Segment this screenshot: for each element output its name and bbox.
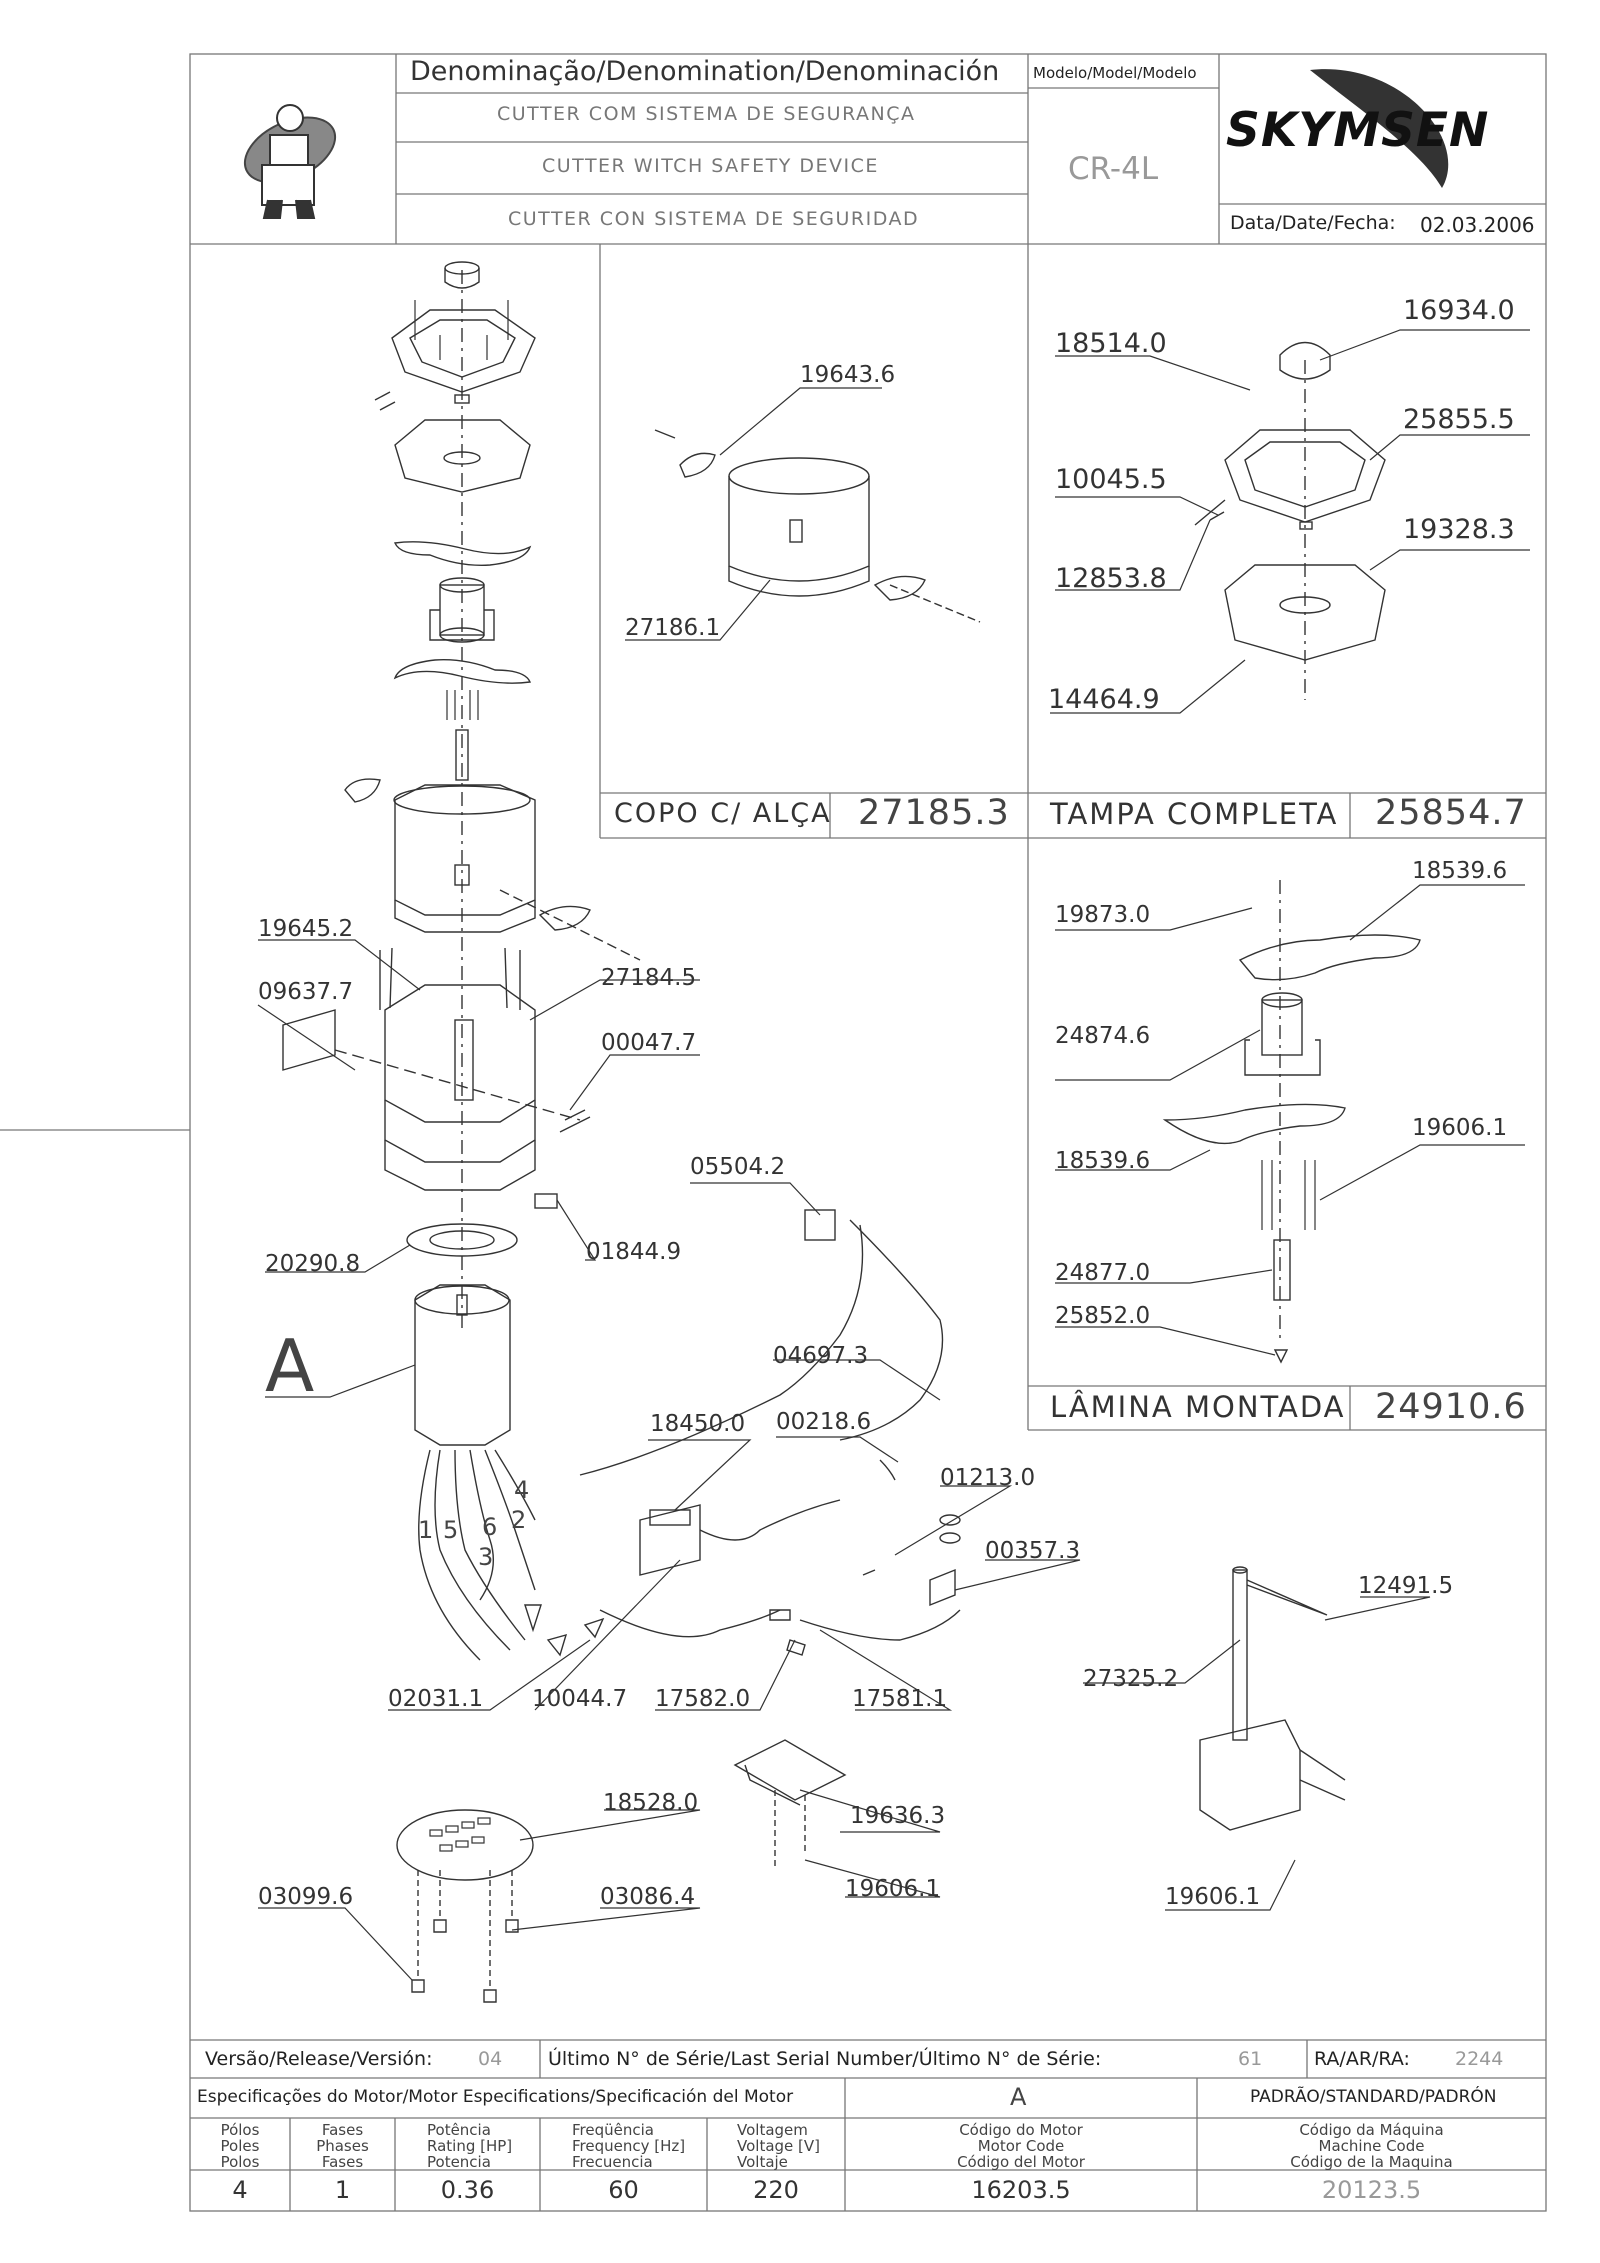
part-label: 25852.0 [1055,1303,1151,1329]
part-label: 03099.6 [258,1884,354,1910]
part-label: 12853.8 [1055,563,1167,594]
skymsen-logo-swoosh [1310,69,1449,188]
spec-value-rating: 0.36 [440,2176,495,2204]
part-label: 25855.5 [1403,404,1515,435]
part-label: 16934.0 [1403,295,1515,326]
wire-number: 3 [478,1543,494,1571]
part-label: 27186.1 [625,615,721,641]
part-label: 27325.2 [1083,1666,1179,1692]
tampa-exploded-view [1194,341,1386,700]
part-label: 19606.1 [845,1876,941,1902]
part-label: 19645.2 [258,916,354,942]
part-label: 17582.0 [655,1686,751,1712]
part-label: 27184.5 [601,965,697,991]
ra-value: 2244 [1455,2048,1504,2070]
part-label: 05504.2 [690,1154,786,1180]
leader-lines [257,329,1530,1981]
model-value: CR-4L [1068,151,1159,187]
copo-exploded-view [654,429,981,623]
part-label: 01844.9 [586,1239,682,1265]
part-label: 18528.0 [603,1790,699,1816]
tampa-code: 25854.7 [1375,793,1527,833]
part-label: 18450.0 [650,1411,746,1437]
part-label: 24874.6 [1055,1023,1151,1049]
tampa-title: TAMPA COMPLETA [1050,797,1339,831]
part-label: 18539.6 [1055,1148,1151,1174]
wire-number: 4 [514,1476,530,1504]
standard-label: PADRÃO/STANDARD/PADRÓN [1250,2087,1497,2107]
version-label: Versão/Release/Versión: [205,2048,433,2070]
part-label: 02031.1 [388,1686,484,1712]
brand-logo: SKYMSEN [1226,103,1490,158]
ra-label: RA/AR/RA: [1314,2048,1410,2070]
product-name-pt: CUTTER COM SISTEMA DE SEGURANÇA [497,103,916,125]
part-label: 12491.5 [1358,1573,1454,1599]
part-label: 04697.3 [773,1343,869,1369]
spec-value-machine-code: 20123.5 [1321,2176,1422,2204]
part-label: 19606.1 [1412,1115,1508,1141]
part-label: 09637.7 [258,979,354,1005]
model-label: Modelo/Model/Modelo [1033,64,1197,82]
wire-number: 5 [443,1516,459,1544]
copo-code: 27185.3 [858,793,1010,833]
date-value: 02.03.2006 [1420,213,1535,237]
part-label: 00218.6 [776,1409,872,1435]
lamina-title: LÂMINA MONTADA [1050,1390,1346,1424]
serial-label: Último N° de Série/Last Serial Number/Úl… [548,2048,1102,2070]
motor-spec-value: A [1010,2083,1027,2111]
motor-spec-label: Especificações do Motor/Motor Especifica… [197,2087,794,2107]
spec-value-motor-code: 16203.5 [971,2176,1071,2204]
part-label: 20290.8 [265,1251,361,1277]
spec-value-frequency: 60 [608,2176,639,2204]
wire-number: 1 [418,1516,434,1544]
part-label: 24877.0 [1055,1260,1151,1286]
lamina-code: 24910.6 [1375,1387,1527,1427]
spec-value-poles: 4 [232,2176,248,2204]
copo-title: COPO C/ ALÇA [614,798,832,829]
part-label: 18514.0 [1055,328,1167,359]
wiring-view [579,1209,961,1656]
part-label: 18539.6 [1412,858,1508,884]
version-value: 04 [478,2048,503,2070]
spec-value-phases: 1 [334,2176,351,2204]
product-name-es: CUTTER CON SISTEMA DE SEGURIDAD [508,208,920,230]
part-label: 19873.0 [1055,902,1151,928]
denomination-title: Denominação/Denomination/Denominación [410,56,1000,87]
spec-value-voltage: 220 [753,2176,799,2204]
part-label: 19606.1 [1165,1884,1261,1910]
part-label: 00047.7 [601,1030,697,1056]
motor-label: A [265,1324,315,1408]
main-exploded-view [282,261,641,1661]
part-label: 10045.5 [1055,464,1167,495]
wire-number: 2 [511,1506,527,1534]
part-label: 14464.9 [1048,684,1160,715]
serial-value: 61 [1238,2048,1263,2070]
part-label: 19643.6 [800,362,896,388]
part-label: 00357.3 [985,1538,1081,1564]
wire-number: 6 [482,1513,498,1541]
post-bracket-view [396,1566,1346,2003]
part-label: 19328.3 [1403,514,1515,545]
lamina-exploded-view [1162,880,1421,1364]
part-label: 10044.7 [532,1686,628,1712]
product-name-en: CUTTER WITCH SAFETY DEVICE [542,155,879,177]
part-label: 19636.3 [850,1803,946,1829]
part-label: 17581.1 [852,1686,948,1712]
part-label: 01213.0 [940,1465,1036,1491]
date-label: Data/Date/Fecha: [1230,212,1396,234]
part-label: 03086.4 [600,1884,696,1910]
authorized-assistance-seal [243,104,337,219]
